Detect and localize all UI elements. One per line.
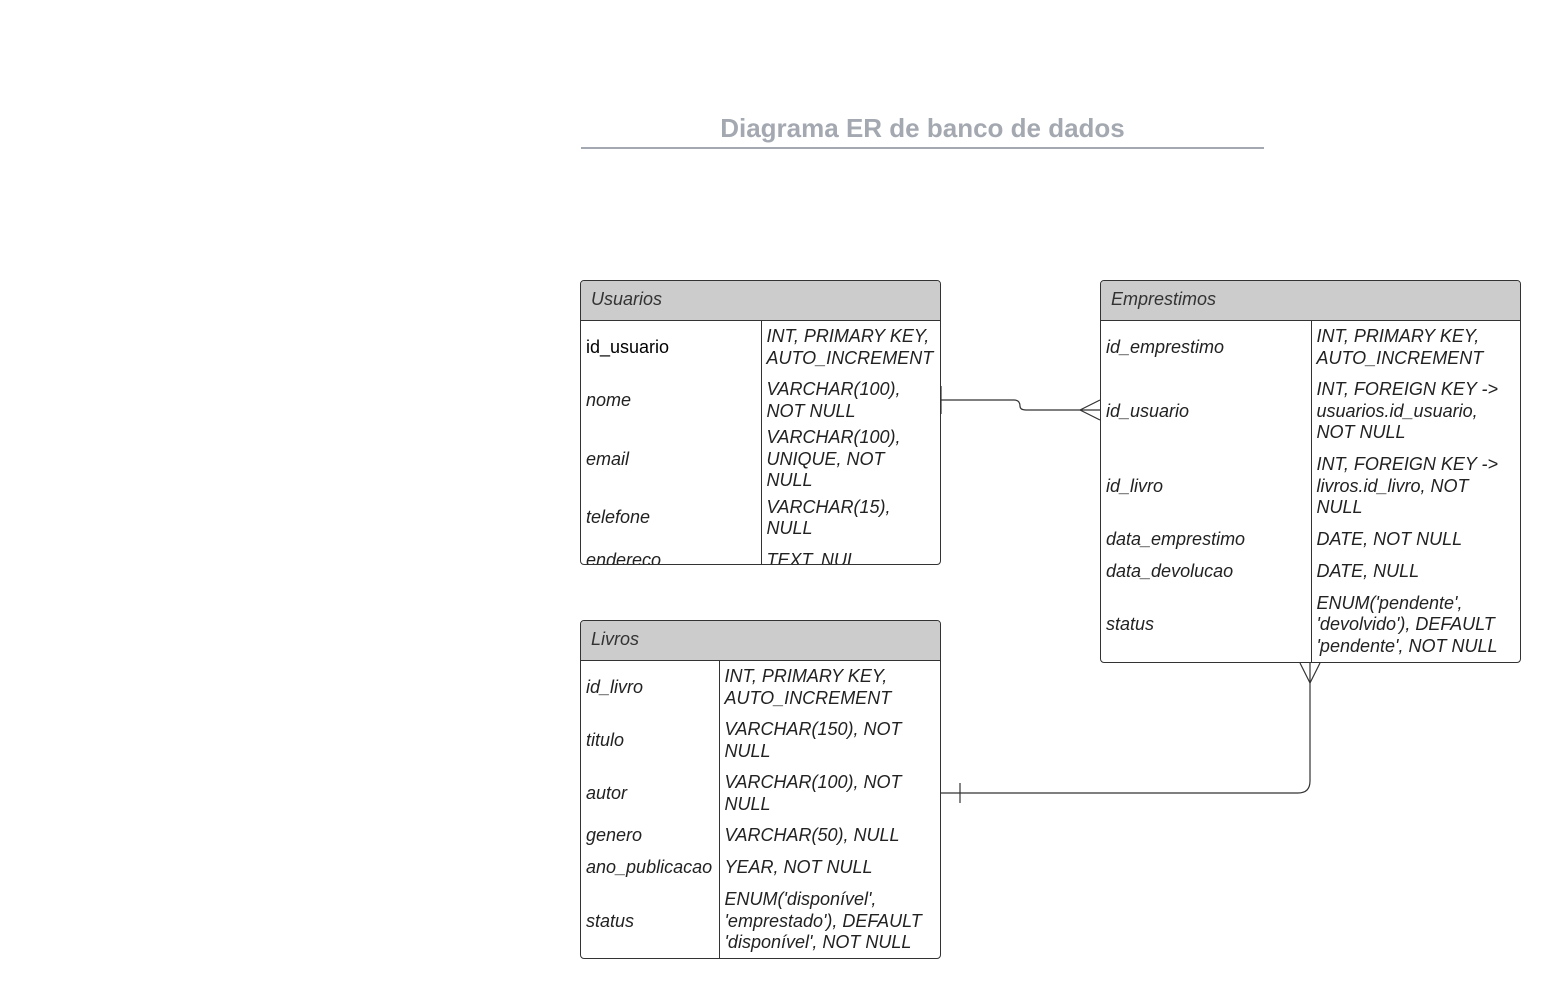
field-name: email bbox=[581, 427, 762, 492]
entity-fields: id_emprestimo INT, PRIMARY KEY, AUTO_INC… bbox=[1101, 321, 1520, 662]
field-type: VARCHAR(15), NULL bbox=[766, 496, 891, 539]
field-row: status ENUM('pendente', 'devolvido'), DE… bbox=[1101, 588, 1520, 662]
field-name: id_livro bbox=[581, 661, 720, 714]
entity-fields: id_livro INT, PRIMARY KEY, AUTO_INCREMEN… bbox=[581, 661, 940, 958]
field-row: data_devolucao DATE, NULL bbox=[1101, 556, 1520, 588]
entity-header: Livros bbox=[581, 621, 940, 661]
title-underline bbox=[581, 147, 1264, 149]
field-row: id_usuario INT, FOREIGN KEY -> usuarios.… bbox=[1101, 374, 1520, 449]
field-name: titulo bbox=[581, 714, 720, 767]
field-name: id_livro bbox=[1101, 449, 1312, 524]
crowfoot-marker bbox=[1309, 662, 1321, 684]
entity-fields: id_usuario INT, PRIMARY KEY, AUTO_INCREM… bbox=[581, 321, 940, 565]
entity-header: Usuarios bbox=[581, 281, 940, 321]
field-name: genero bbox=[581, 820, 720, 852]
field-type: VARCHAR(50), NULL bbox=[724, 825, 900, 846]
entity-emprestimos[interactable]: Emprestimos id_emprestimo INT, PRIMARY K… bbox=[1100, 280, 1521, 663]
entity-livros[interactable]: Livros id_livro INT, PRIMARY KEY, AUTO_I… bbox=[580, 620, 941, 959]
field-name: id_usuario bbox=[581, 321, 762, 374]
field-type: YEAR, NOT NULL bbox=[724, 857, 873, 878]
crowfoot-marker bbox=[1299, 662, 1311, 684]
field-row: genero VARCHAR(50), NULL bbox=[581, 820, 940, 852]
field-type: DATE, NULL bbox=[1316, 561, 1420, 582]
field-row: data_emprestimo DATE, NOT NULL bbox=[1101, 524, 1520, 556]
field-row: email VARCHAR(100), UNIQUE, NOT NULL bbox=[581, 427, 940, 492]
field-name: autor bbox=[581, 767, 720, 820]
field-type: INT, FOREIGN KEY -> livros.id_livro, NOT… bbox=[1316, 454, 1499, 518]
field-name: telefone bbox=[581, 491, 762, 545]
diagram-title: Diagrama ER de banco de dados bbox=[720, 113, 1125, 143]
field-type: VARCHAR(100), UNIQUE, NOT NULL bbox=[766, 427, 901, 490]
field-type: ENUM('pendente', 'devolvido'), DEFAULT '… bbox=[1316, 592, 1498, 656]
field-type: INT, PRIMARY KEY, AUTO_INCREMENT bbox=[766, 326, 934, 368]
field-row: titulo VARCHAR(150), NOT NULL bbox=[581, 714, 940, 767]
field-type: INT, PRIMARY KEY, AUTO_INCREMENT bbox=[724, 666, 892, 708]
field-row: id_emprestimo INT, PRIMARY KEY, AUTO_INC… bbox=[1101, 321, 1520, 374]
field-row: nome VARCHAR(100), NOT NULL bbox=[581, 374, 940, 427]
field-type: VARCHAR(100), NOT NULL bbox=[766, 379, 901, 421]
field-type: ENUM('disponível', 'emprestado'), DEFAUL… bbox=[724, 889, 922, 953]
field-row: status ENUM('disponível', 'emprestado'),… bbox=[581, 884, 940, 958]
field-name: id_emprestimo bbox=[1101, 321, 1312, 374]
crowfoot-marker bbox=[1079, 409, 1101, 421]
field-name: nome bbox=[581, 374, 762, 427]
field-type: VARCHAR(100), NOT NULL bbox=[724, 772, 902, 814]
entity-header: Emprestimos bbox=[1101, 281, 1520, 321]
field-type: INT, PRIMARY KEY, AUTO_INCREMENT bbox=[1316, 326, 1484, 368]
field-name: id_usuario bbox=[1101, 374, 1312, 449]
field-row: id_livro INT, FOREIGN KEY -> livros.id_l… bbox=[1101, 449, 1520, 524]
field-row: ano_publicacao YEAR, NOT NULL bbox=[581, 852, 940, 884]
relationship-livros-emprestimos[interactable] bbox=[941, 663, 1311, 794]
field-type: DATE, NOT NULL bbox=[1316, 529, 1463, 550]
field-type: TEXT, NUL bbox=[766, 549, 857, 565]
field-row: id_livro INT, PRIMARY KEY, AUTO_INCREMEN… bbox=[581, 661, 940, 714]
field-name: status bbox=[1101, 588, 1312, 662]
field-name: data_emprestimo bbox=[1101, 524, 1312, 556]
field-type: VARCHAR(150), NOT NULL bbox=[724, 719, 902, 761]
relationship-usuarios-emprestimos[interactable] bbox=[941, 399, 1100, 411]
field-row: telefone VARCHAR(15), NULL bbox=[581, 491, 940, 545]
field-name: ano_publicacao bbox=[581, 852, 720, 884]
field-name: status bbox=[581, 884, 720, 958]
field-name: data_devolucao bbox=[1101, 556, 1312, 588]
crowfoot-marker bbox=[1079, 399, 1101, 411]
field-row: autor VARCHAR(100), NOT NULL bbox=[581, 767, 940, 820]
field-name: endereco bbox=[581, 544, 762, 564]
field-row: id_usuario INT, PRIMARY KEY, AUTO_INCREM… bbox=[581, 321, 940, 374]
entity-usuarios[interactable]: Usuarios id_usuario INT, PRIMARY KEY, AU… bbox=[580, 280, 941, 565]
field-type: INT, FOREIGN KEY -> usuarios.id_usuario,… bbox=[1316, 379, 1499, 443]
field-row: endereco TEXT, NUL bbox=[581, 544, 940, 565]
